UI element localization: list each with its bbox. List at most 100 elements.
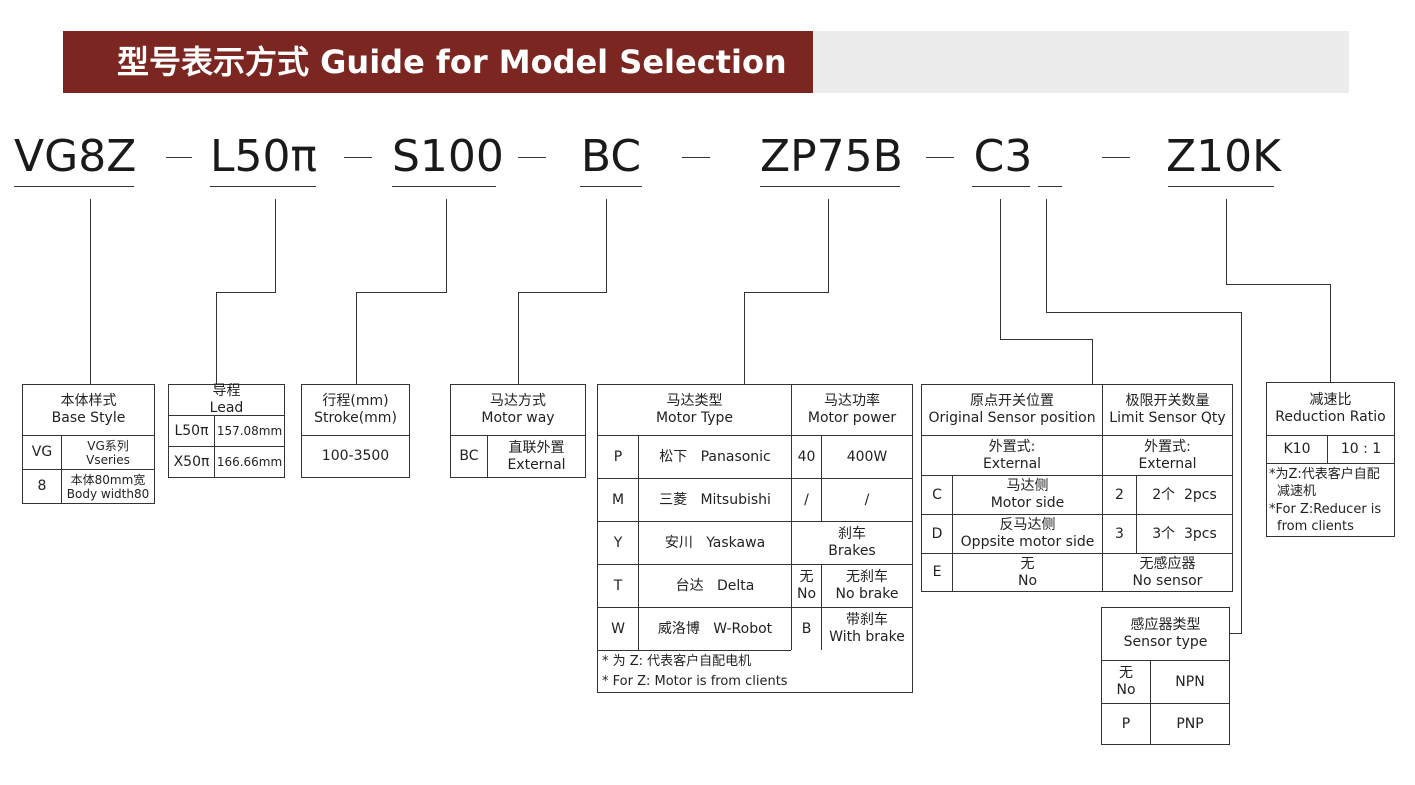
connector-stroke-v bbox=[356, 292, 357, 384]
connector-motor bbox=[828, 199, 829, 292]
connector-lead bbox=[275, 199, 276, 292]
connector-sensor-type bbox=[1046, 199, 1047, 312]
limit-sensor-desc: 3个 3pcs bbox=[1136, 514, 1232, 553]
motor-type-code: T bbox=[598, 564, 638, 607]
original-sensor-code: D bbox=[922, 514, 952, 553]
code-motor: ZP75B bbox=[760, 131, 903, 182]
motor-type-desc: 松下 Panasonic bbox=[638, 435, 791, 478]
motor-type-code: P bbox=[598, 435, 638, 478]
code-motor-way: BC bbox=[580, 131, 642, 182]
motor-type-code: M bbox=[598, 478, 638, 521]
motor-type-code: W bbox=[598, 607, 638, 650]
lead-code: L50π bbox=[169, 415, 214, 446]
original-sensor-code: C bbox=[922, 475, 952, 514]
connector-sensor-type-v bbox=[1241, 312, 1242, 634]
sensor-type-value: NPN bbox=[1150, 660, 1229, 703]
motor-power-code: / bbox=[791, 478, 821, 521]
connector-motor-v bbox=[744, 292, 745, 384]
reduction-note-en-2: from clients bbox=[1277, 519, 1354, 534]
motor-power-value: 400W bbox=[821, 435, 912, 478]
connector-stroke bbox=[446, 199, 447, 292]
code-sensor: C3 bbox=[973, 131, 1033, 182]
motor-type-code: Y bbox=[598, 521, 638, 564]
connector-reduction-h bbox=[1226, 284, 1331, 285]
base-style-code: VG bbox=[23, 435, 61, 469]
underline-reduction bbox=[1168, 186, 1274, 187]
connector-sensor-type-h bbox=[1046, 312, 1242, 313]
reduction-value: 10 : 1 bbox=[1327, 435, 1394, 463]
lead-value: 166.66mm bbox=[214, 446, 284, 477]
separator-dash bbox=[344, 157, 372, 158]
underline-lead bbox=[210, 186, 316, 187]
underline-stroke bbox=[392, 186, 496, 187]
connector-motor-h bbox=[744, 292, 829, 293]
sensor-type-code: P bbox=[1102, 703, 1150, 744]
reduction-note-en-1: *For Z:Reducer is bbox=[1269, 502, 1382, 517]
motor-way-code: BC bbox=[451, 435, 487, 477]
base-style-code: 8 bbox=[23, 469, 61, 503]
connector-reduction bbox=[1226, 199, 1227, 284]
motor-type-desc: 台达 Delta bbox=[638, 564, 791, 607]
underline-base-style bbox=[14, 186, 134, 187]
connector-motor-way-v bbox=[518, 292, 519, 384]
motor-type-note-cn: * 为 Z: 代表客户自配电机 bbox=[602, 654, 752, 669]
separator-dash bbox=[166, 157, 192, 158]
motor-type-note: * 为 Z: 代表客户自配电机 * For Z: Motor is from c… bbox=[598, 650, 791, 692]
code-lead: L50π bbox=[210, 131, 317, 182]
limit-sensor-code: 3 bbox=[1102, 514, 1136, 553]
connector-sensor-h bbox=[1000, 339, 1093, 340]
connector-sensor-v bbox=[1092, 339, 1093, 384]
underline-motor-way bbox=[580, 186, 642, 187]
connector-sensor-type-end bbox=[1229, 633, 1242, 634]
separator-dash bbox=[682, 157, 710, 158]
limit-sensor-code: 2 bbox=[1102, 475, 1136, 514]
motor-type-note-en: * For Z: Motor is from clients bbox=[602, 674, 788, 689]
connector-motor-way bbox=[606, 199, 607, 292]
reduction-note-cn-1: *为Z:代表客户自配 bbox=[1269, 467, 1380, 482]
motor-power-code: 40 bbox=[791, 435, 821, 478]
reduction-code: K10 bbox=[1267, 435, 1327, 463]
code-reduction: Z10K bbox=[1166, 131, 1281, 182]
separator-dash bbox=[518, 157, 546, 158]
banner-grey-block bbox=[813, 31, 1349, 93]
code-stroke: S100 bbox=[392, 131, 504, 182]
original-sensor-sub: 外置式:External bbox=[922, 435, 1102, 475]
connector-lead-v bbox=[216, 292, 217, 384]
connector-reduction-v bbox=[1330, 284, 1331, 384]
limit-sensor-desc: 2个 2pcs bbox=[1136, 475, 1232, 514]
connector-base-style bbox=[90, 199, 91, 384]
code-base-style: VG8Z bbox=[14, 131, 137, 182]
reduction-note-cn-2: 减速机 bbox=[1277, 484, 1317, 499]
separator-dash bbox=[1102, 157, 1130, 158]
stroke-value: 100-3500 bbox=[302, 435, 409, 477]
lead-value: 157.08mm bbox=[214, 415, 284, 446]
page-title: 型号表示方式 Guide for Model Selection bbox=[117, 43, 787, 81]
underline-motor bbox=[760, 186, 900, 187]
limit-sensor-sub: 外置式:External bbox=[1102, 435, 1232, 475]
lead-code: X50π bbox=[169, 446, 214, 477]
